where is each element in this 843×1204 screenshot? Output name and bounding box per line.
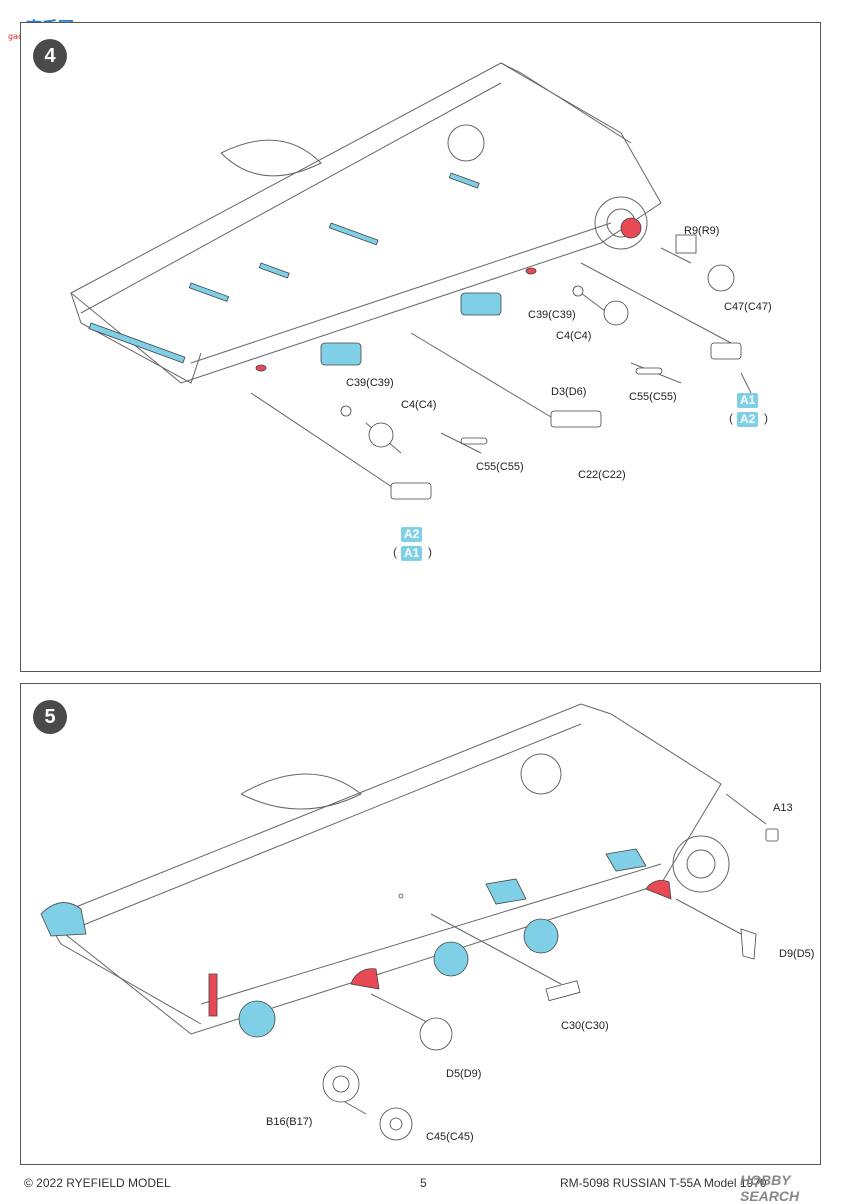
tag-a2-left: A2 bbox=[401, 527, 423, 542]
step-5-panel: 5 bbox=[20, 683, 821, 1165]
step-4-hull-drawing bbox=[70, 62, 752, 500]
label-c45: C45(C45) bbox=[426, 1131, 474, 1143]
footer-page-number: 5 bbox=[420, 1176, 427, 1190]
footer-copyright: © 2022 RYEFIELD MODEL bbox=[24, 1176, 171, 1190]
step-5-hull-drawing bbox=[40, 703, 779, 1141]
step-5-number: 5 bbox=[33, 700, 67, 734]
label-c39-left: C39(C39) bbox=[346, 377, 394, 389]
tag-a1-right: A1 bbox=[737, 393, 759, 408]
label-c4-left: C4(C4) bbox=[401, 399, 437, 411]
paren-open-left: ( bbox=[393, 545, 397, 559]
tag-a2-right: A2 bbox=[737, 412, 759, 427]
label-d9: D9(D5) bbox=[779, 948, 815, 960]
label-b16: B16(B17) bbox=[266, 1116, 313, 1128]
label-a13: A13 bbox=[773, 802, 793, 814]
label-d5: D5(D9) bbox=[446, 1068, 482, 1080]
label-c47: C47(C47) bbox=[724, 301, 772, 313]
label-c55-right: C55(C55) bbox=[629, 391, 677, 403]
footer-product-name: RM-5098 RUSSIAN T-55A Model 1970 bbox=[560, 1176, 767, 1190]
label-c39-right: C39(C39) bbox=[528, 309, 576, 321]
tag-a1-left: A1 bbox=[401, 546, 423, 561]
hobby-search-logo: HOBBY SEARCH bbox=[740, 1172, 800, 1204]
step-4-number: 4 bbox=[33, 39, 67, 73]
label-c30: C30(C30) bbox=[561, 1020, 609, 1032]
label-r9: R9(R9) bbox=[684, 225, 720, 237]
paren-close-right: ) bbox=[764, 411, 768, 425]
label-d3: D3(D6) bbox=[551, 386, 587, 398]
paren-open-right: ( bbox=[729, 411, 733, 425]
paren-close-left: ) bbox=[428, 545, 432, 559]
step-4-panel: 4 bbox=[20, 22, 821, 672]
label-c55-left: C55(C55) bbox=[476, 461, 524, 473]
label-c4-right: C4(C4) bbox=[556, 330, 592, 342]
label-c22: C22(C22) bbox=[578, 469, 626, 481]
